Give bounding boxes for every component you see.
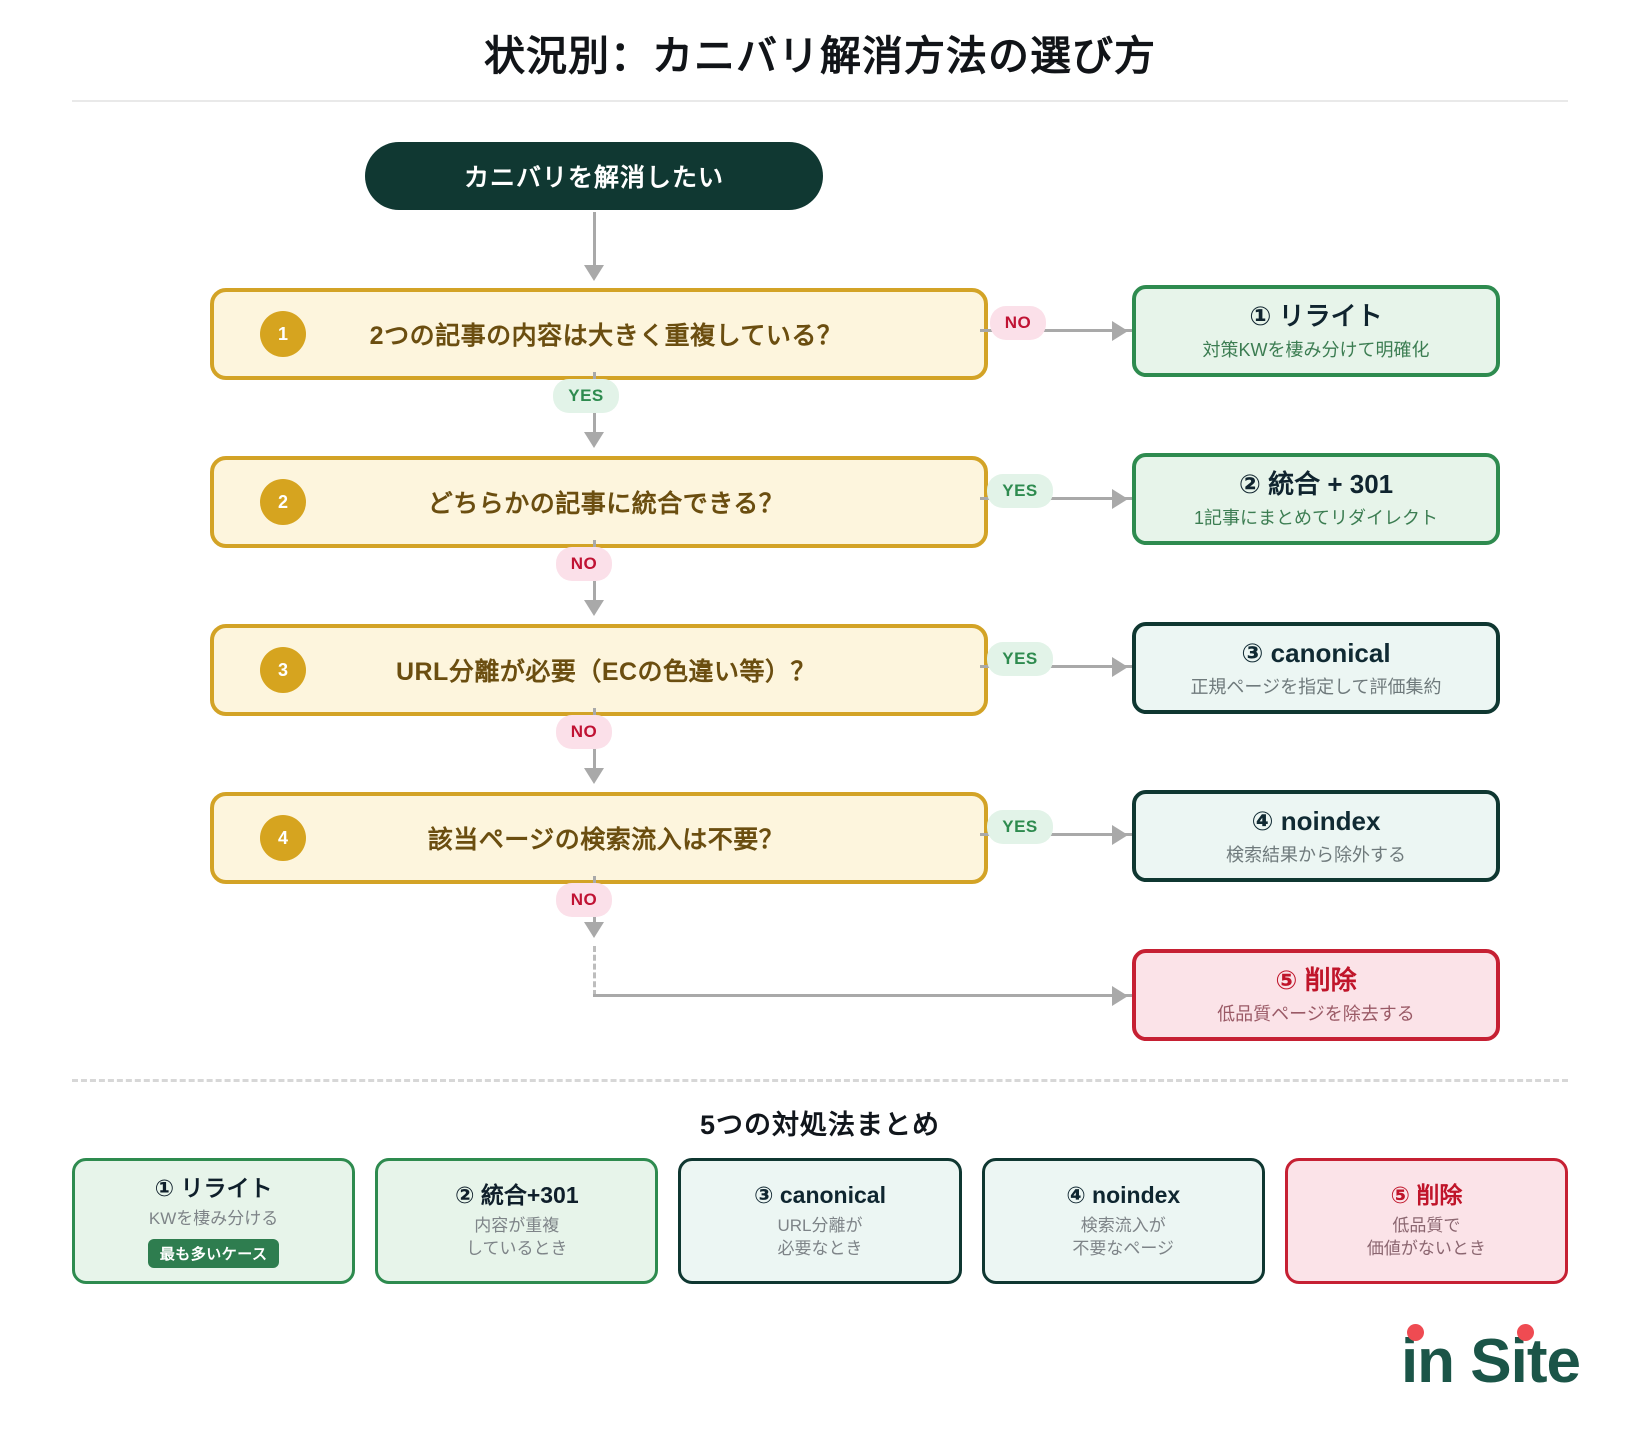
question-box-4: 4 該当ページの検索流入は不要？ — [210, 792, 988, 884]
result-card-2-subtitle: 1記事にまとめてリダイレクト — [1193, 508, 1438, 529]
summary-card-4-title: ④ noindex — [1066, 1181, 1181, 1208]
title-divider — [72, 100, 1568, 102]
result-card-5-subtitle: 低品質ページを除去する — [1217, 1004, 1415, 1025]
summary-card-1-title: ① リライト — [154, 1175, 273, 1202]
summary-card-2: ② 統合+301 内容が重複 しているとき — [375, 1158, 659, 1284]
brand-logo: in Site — [1401, 1324, 1581, 1397]
summary-card-2-subtitle-line-1: 内容が重複 — [474, 1215, 560, 1235]
summary-card-3-subtitle-line-1: URL分離が — [777, 1215, 863, 1235]
summary-card-2-title: ② 統合+301 — [454, 1181, 579, 1208]
page-title: 状況別：カニバリ解消方法の選び方 — [484, 33, 1156, 79]
branch-label-q3-yes: YES — [987, 642, 1053, 676]
branch-label-q2-yes: YES — [987, 474, 1053, 508]
logo-dot-s-icon — [1516, 1324, 1534, 1341]
question-number-badge-1: 1 — [260, 311, 306, 357]
result-card-1: ① リライト 対策KWを棲み分けて明確化 — [1132, 285, 1500, 377]
result-card-5: ⑤ 削除 低品質ページを除去する — [1132, 949, 1500, 1041]
result-card-5-title: ⑤ 削除 — [1275, 964, 1357, 995]
arrowhead-q4-no — [584, 922, 604, 938]
result-card-3-subtitle: 正規ページを指定して評価集約 — [1190, 677, 1442, 698]
result-card-1-title: ① リライト — [1249, 300, 1383, 331]
question-box-1: 1 2つの記事の内容は大きく重複している？ — [210, 288, 988, 380]
arrowhead-start-to-q1 — [584, 265, 604, 281]
summary-card-1-subtitle: KWを棲み分ける — [149, 1207, 278, 1231]
arrowhead-to-delete-card — [1112, 986, 1128, 1006]
arrowhead-q3-to-result3 — [1112, 657, 1128, 677]
summary-card-2-subtitle: 内容が重複 しているとき — [466, 1214, 568, 1262]
summary-card-3-subtitle-line-2: 必要なとき — [777, 1239, 863, 1259]
summary-card-1-subtitle-line-1: KWを棲み分ける — [148, 1208, 279, 1228]
branch-label-q3-no: NO — [556, 715, 612, 749]
summary-card-1-badge: 最も多いケース — [147, 1238, 280, 1268]
summary-card-4-subtitle: 検索流入が 不要なページ — [1072, 1214, 1174, 1262]
branch-label-q4-yes: YES — [987, 810, 1053, 844]
section-divider — [72, 1079, 1568, 1082]
summary-card-1: ① リライト KWを棲み分ける 最も多いケース — [72, 1158, 356, 1284]
arrowhead-q2-to-result2 — [1112, 489, 1128, 509]
branch-label-q1-yes: YES — [553, 379, 619, 413]
summary-card-5-title: ⑤ 削除 — [1390, 1181, 1463, 1208]
question-number-badge-3: 3 — [260, 647, 306, 693]
question-text-2: どちらかの記事に統合できる？ — [427, 490, 785, 518]
logo-dot-i-icon — [1406, 1324, 1424, 1341]
arrowhead-q4-to-result4 — [1112, 825, 1128, 845]
summary-card-5-subtitle-line-2: 価値がないとき — [1366, 1239, 1486, 1259]
summary-card-list: ① リライト KWを棲み分ける 最も多いケース ② 統合+301 内容が重複 し… — [72, 1158, 1569, 1284]
arrowhead-q2-to-q3 — [584, 600, 604, 616]
flow-start-label: カニバリを解消したい — [463, 164, 724, 192]
arrowhead-q1-to-result1 — [1112, 321, 1128, 341]
result-card-1-subtitle: 対策KWを棲み分けて明確化 — [1202, 340, 1430, 361]
flow-start-node: カニバリを解消したい — [365, 142, 823, 210]
result-card-4: ④ noindex 検索結果から除外する — [1132, 790, 1500, 882]
result-card-2-title: ② 統合 + 301 — [1238, 468, 1394, 499]
summary-heading: 5つの対処法まとめ — [699, 1110, 941, 1140]
branch-label-q2-no: NO — [556, 547, 612, 581]
result-card-4-subtitle: 検索結果から除外する — [1226, 845, 1406, 866]
connector-to-delete-card — [593, 994, 1141, 997]
branch-label-q1-no: NO — [990, 306, 1046, 340]
arrowhead-q3-to-q4 — [584, 768, 604, 784]
summary-card-4-subtitle-line-1: 検索流入が — [1080, 1215, 1166, 1235]
connector-dashed-to-delete — [593, 946, 596, 996]
question-number-badge-2: 2 — [260, 479, 306, 525]
connector-q3-to-result3 — [980, 665, 1140, 668]
arrowhead-q1-to-q2 — [584, 432, 604, 448]
summary-card-4: ④ noindex 検索流入が 不要なページ — [981, 1158, 1265, 1284]
question-number-badge-4: 4 — [260, 815, 306, 861]
summary-card-4-subtitle-line-2: 不要なページ — [1072, 1239, 1175, 1259]
result-card-3-title: ③ canonical — [1241, 637, 1391, 668]
connector-q1-to-result1 — [980, 329, 1140, 332]
summary-card-3-subtitle: URL分離が 必要なとき — [778, 1214, 863, 1262]
branch-label-q4-no: NO — [556, 883, 612, 917]
connector-q4-to-result4 — [980, 833, 1140, 836]
question-text-1: 2つの記事の内容は大きく重複している？ — [369, 322, 843, 350]
question-box-3: 3 URL分離が必要（ECの色違い等）？ — [210, 624, 988, 716]
summary-card-5-subtitle: 低品質で 価値がないとき — [1367, 1214, 1486, 1262]
question-text-4: 該当ページの検索流入は不要？ — [427, 826, 785, 854]
question-box-2: 2 どちらかの記事に統合できる？ — [210, 456, 988, 548]
result-card-4-title: ④ noindex — [1251, 805, 1381, 836]
summary-card-2-subtitle-line-2: しているとき — [466, 1239, 568, 1259]
brand-logo-text: in Site — [1401, 1324, 1581, 1397]
summary-card-5: ⑤ 削除 低品質で 価値がないとき — [1284, 1158, 1569, 1284]
summary-card-3: ③ canonical URL分離が 必要なとき — [678, 1158, 962, 1284]
connector-q2-to-result2 — [980, 497, 1140, 500]
summary-card-5-subtitle-line-1: 低品質で — [1392, 1215, 1461, 1235]
result-card-2: ② 統合 + 301 1記事にまとめてリダイレクト — [1132, 453, 1500, 545]
question-text-3: URL分離が必要（ECの色違い等）？ — [395, 658, 817, 686]
summary-card-3-title: ③ canonical — [754, 1181, 886, 1208]
result-card-3: ③ canonical 正規ページを指定して評価集約 — [1132, 622, 1500, 714]
connector-start-to-q1 — [593, 212, 596, 270]
